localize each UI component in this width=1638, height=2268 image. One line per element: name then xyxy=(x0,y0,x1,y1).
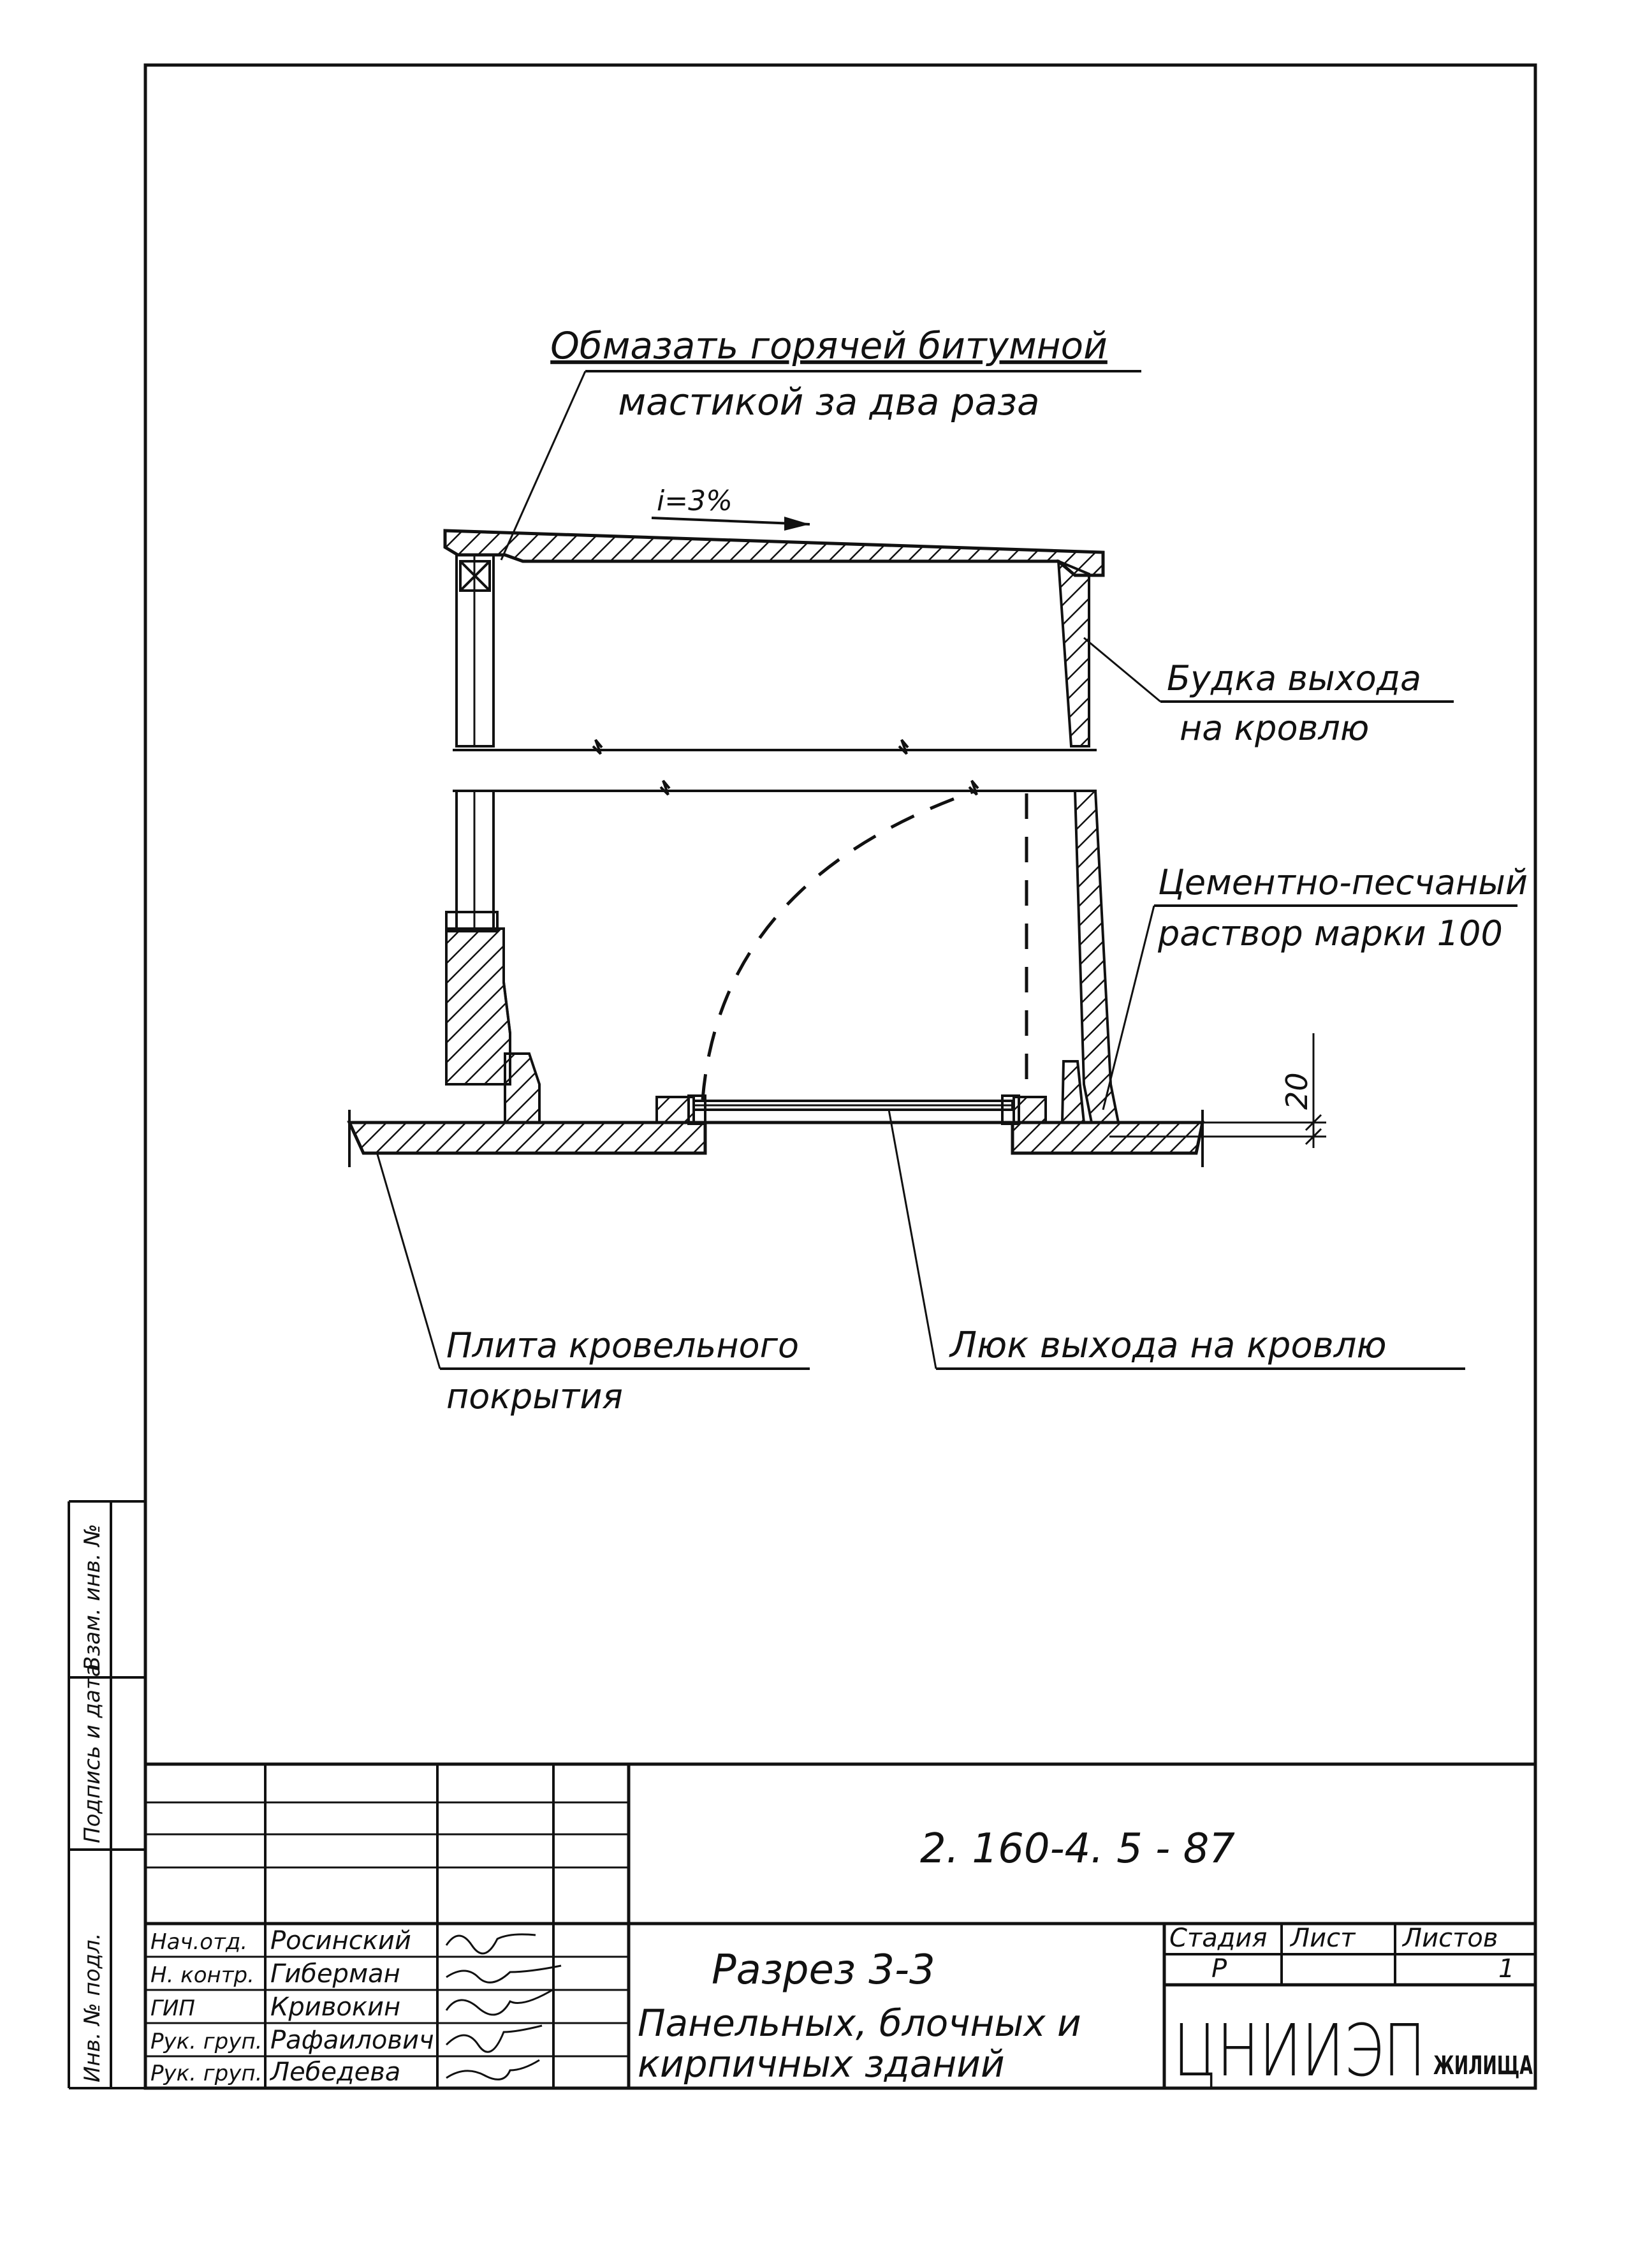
staff-name-4: Лебедева xyxy=(269,2058,400,2087)
slope-label: i=3% xyxy=(657,485,733,517)
leader-hatch: Люк выхода на кровлю xyxy=(888,1109,1465,1370)
staff-name-0: Росинский xyxy=(270,1926,411,1955)
label-coating-line1: Обмазать горячей битумной xyxy=(550,324,1108,367)
staff-role-2: ГИП xyxy=(150,1996,195,2021)
sheet-frame xyxy=(143,63,1537,2090)
staff-name-2: Кривокин xyxy=(270,1992,400,2022)
stage-label: Стадия xyxy=(1169,1924,1267,1953)
staff-role-1: Н. контр. xyxy=(150,1962,254,1988)
title-line1: Разрез 3-3 xyxy=(712,1947,935,1994)
label-mortar-line1: Цементно-песчаный xyxy=(1158,862,1528,902)
left-wall-lower xyxy=(445,790,511,1086)
stamp-sign-date: Подпись и дата xyxy=(80,1663,105,1843)
staff-name-3: Рафаилович xyxy=(270,2026,434,2055)
label-slab-line1: Плита кровельного xyxy=(446,1325,799,1366)
stamp-inv-replace: Взам. инв. № xyxy=(80,1524,105,1671)
staff-role-4: Рук. груп. xyxy=(150,2061,262,2086)
roof-slab xyxy=(443,529,1105,577)
side-stamp: Взам. инв. № Подпись и дата Инв. № подл. xyxy=(68,1500,145,2089)
label-hatch: Люк выхода на кровлю xyxy=(949,1325,1387,1366)
label-booth-line1: Будка выхода xyxy=(1167,658,1421,698)
leader-coating: Обмазать горячей битумной мастикой за дв… xyxy=(500,324,1141,561)
left-upstand xyxy=(504,1052,541,1124)
label-mortar-line2: раствор марки 100 xyxy=(1157,913,1503,954)
label-slab-line2: покрытия xyxy=(446,1376,623,1417)
sheets-label: Листов xyxy=(1401,1924,1498,1953)
hatch-lid xyxy=(687,1094,1020,1125)
label-booth-line2: на кровлю xyxy=(1180,708,1369,748)
sheets-value: 1 xyxy=(1498,1954,1514,1984)
leader-mortar: Цементно-песчаный раствор марки 100 xyxy=(1102,862,1528,1110)
sheet-label: Лист xyxy=(1289,1924,1356,1953)
dimension-20: 20 xyxy=(1109,1033,1326,1148)
left-wall-upper xyxy=(455,554,495,747)
dimension-20-label: 20 xyxy=(1280,1072,1314,1110)
leader-booth: Будка выхода на кровлю xyxy=(1083,637,1454,748)
slope-arrow: i=3% xyxy=(651,485,810,531)
stage-value: Р xyxy=(1211,1954,1227,1984)
org-main: ЦНИИЭП xyxy=(1173,2010,1426,2093)
org-sub: ЖИЛИЩА xyxy=(1433,2051,1533,2080)
title-line2: Панельных, блочных и xyxy=(638,2001,1081,2045)
staff-role-3: Рук. груп. xyxy=(150,2029,262,2054)
leader-slab: Плита кровельного покрытия xyxy=(376,1154,810,1417)
break-lines xyxy=(453,739,1097,796)
title-line3: кирпичных зданий xyxy=(638,2042,1005,2086)
door-swing-arc xyxy=(701,789,976,1100)
doc-code: 2. 160-4. 5 - 87 xyxy=(920,1825,1235,1873)
stamp-inv-orig: Инв. № подл. xyxy=(80,1933,105,2082)
right-wall-upper xyxy=(1057,559,1090,747)
signatures xyxy=(445,1933,562,2080)
staff-role-0: Нач.отд. xyxy=(150,1929,247,1955)
label-coating-line2: мастикой за два раза xyxy=(618,380,1039,423)
title-block: Нач.отд. Росинский Н. контр. Гиберман ГИ… xyxy=(143,1762,1537,2093)
staff-name-1: Гиберман xyxy=(270,1959,400,1989)
right-wall-lower xyxy=(1060,790,1120,1124)
